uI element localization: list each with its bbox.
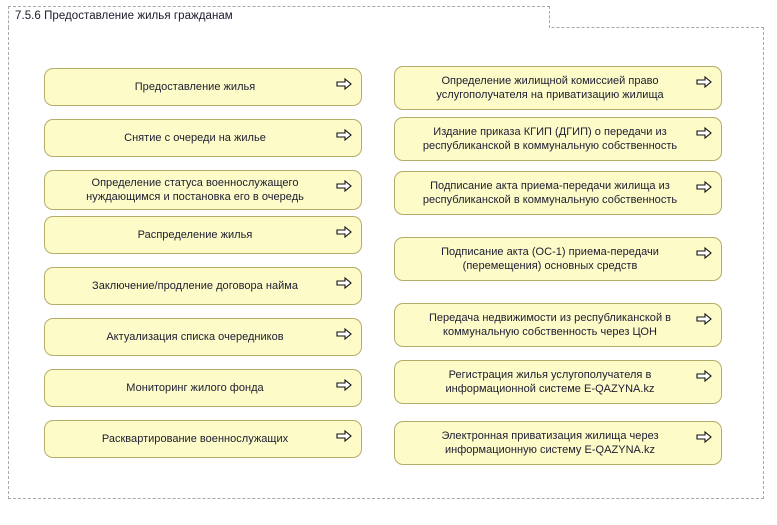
process-box[interactable]: Издание приказа КГИП (ДГИП) о передачи и…	[394, 117, 722, 161]
arrow-right-icon[interactable]	[696, 181, 712, 193]
arrow-right-icon[interactable]	[336, 430, 352, 442]
process-box[interactable]: Регистрация жилья услугополучателя в инф…	[394, 360, 722, 404]
process-box-label: Определение жилищной комиссией право усл…	[436, 75, 664, 101]
process-box-label: Подписание акта (ОС-1) приема-передачи (…	[441, 246, 659, 272]
process-box-label: Определение статуса военнослужащего нужд…	[86, 177, 304, 203]
process-box[interactable]: Снятие с очереди на жилье	[44, 119, 362, 157]
process-box[interactable]: Расквартирование военнослужащих	[44, 420, 362, 458]
process-box-label: Подписание акта приема-передачи жилища и…	[422, 180, 678, 206]
process-group-tab[interactable]: 7.5.6 Предоставление жилья гражданам	[8, 6, 550, 28]
process-box-label: Мониторинг жилого фонда	[126, 382, 264, 394]
process-box[interactable]: Определение статуса военнослужащего нужд…	[44, 170, 362, 210]
process-box-label: Распределение жилья	[137, 229, 253, 241]
process-box-label: Регистрация жилья услугополучателя в инф…	[445, 369, 655, 395]
arrow-right-icon[interactable]	[696, 431, 712, 443]
arrow-right-icon[interactable]	[336, 277, 352, 289]
arrow-right-icon[interactable]	[336, 379, 352, 391]
arrow-right-icon[interactable]	[336, 180, 352, 192]
process-box-label: Расквартирование военнослужащих	[101, 433, 289, 445]
process-box-label: Передача недвижимости из республиканской…	[428, 312, 672, 338]
page-title: 7.5.6 Предоставление жилья гражданам	[15, 10, 233, 22]
process-box[interactable]: Предоставление жилья	[44, 68, 362, 106]
arrow-right-icon[interactable]	[696, 247, 712, 259]
process-box[interactable]: Распределение жилья	[44, 216, 362, 254]
process-box[interactable]: Определение жилищной комиссией право усл…	[394, 66, 722, 110]
process-box[interactable]: Подписание акта приема-передачи жилища и…	[394, 171, 722, 215]
arrow-right-icon[interactable]	[336, 78, 352, 90]
process-box[interactable]: Подписание акта (ОС-1) приема-передачи (…	[394, 237, 722, 281]
process-box[interactable]: Заключение/продление договора найма	[44, 267, 362, 305]
process-box[interactable]: Актуализация списка очередников	[44, 318, 362, 356]
process-box[interactable]: Мониторинг жилого фонда	[44, 369, 362, 407]
process-box-label: Снятие с очереди на жилье	[124, 132, 266, 144]
arrow-right-icon[interactable]	[336, 328, 352, 340]
process-box-label: Заключение/продление договора найма	[92, 280, 298, 292]
process-box-label: Электронная приватизация жилища через ин…	[441, 430, 659, 456]
arrow-right-icon[interactable]	[696, 127, 712, 139]
process-box-label: Предоставление жилья	[134, 81, 256, 93]
arrow-right-icon[interactable]	[696, 370, 712, 382]
arrow-right-icon[interactable]	[336, 226, 352, 238]
process-box[interactable]: Электронная приватизация жилища через ин…	[394, 421, 722, 465]
process-box-label: Издание приказа КГИП (ДГИП) о передачи и…	[422, 126, 678, 152]
arrow-right-icon[interactable]	[696, 313, 712, 325]
process-box-label: Актуализация списка очередников	[106, 331, 284, 343]
process-box[interactable]: Передача недвижимости из республиканской…	[394, 303, 722, 347]
arrow-right-icon[interactable]	[696, 76, 712, 88]
arrow-right-icon[interactable]	[336, 129, 352, 141]
